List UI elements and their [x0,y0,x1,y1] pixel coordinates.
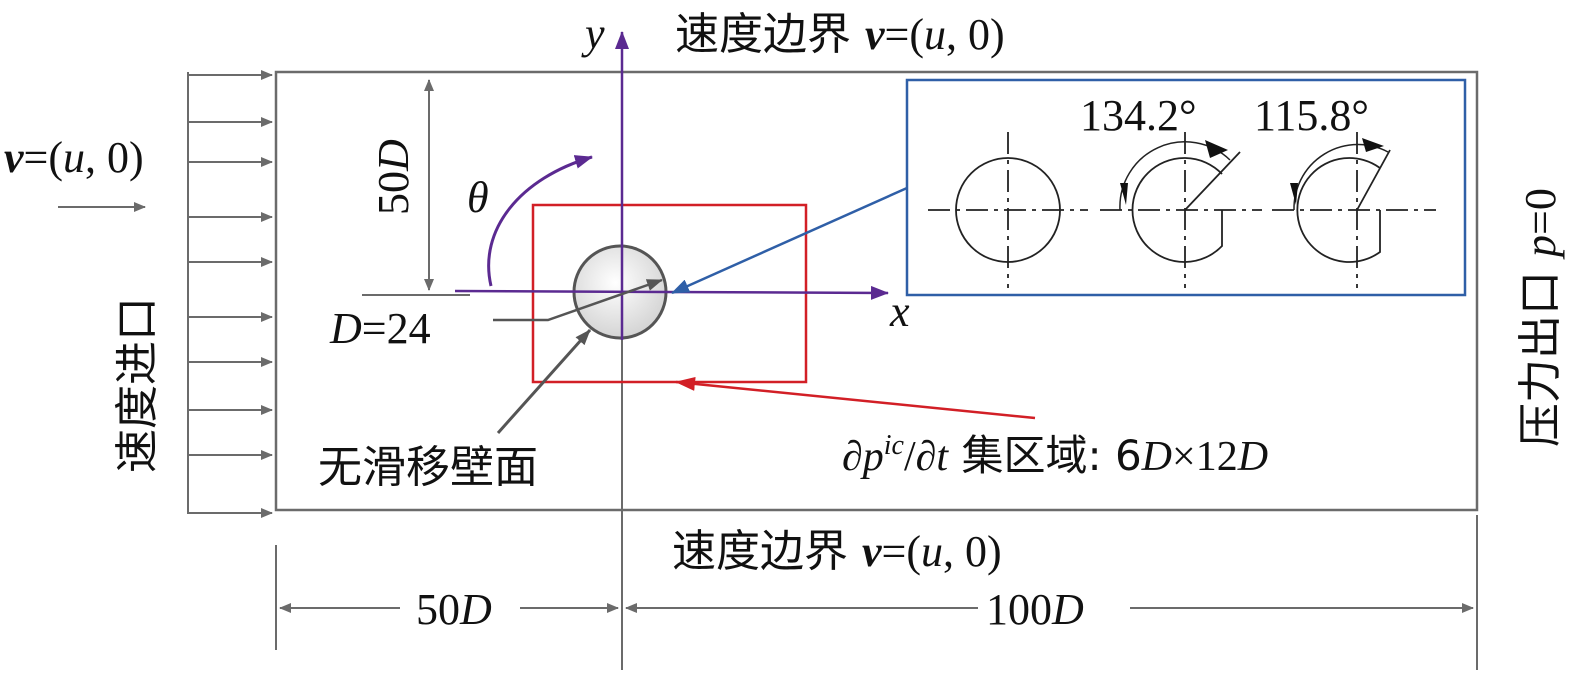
downstream-length-label: 100D [986,585,1084,634]
length-dimensions [275,515,1478,670]
inset-box [905,78,1467,297]
diameter-pointer [493,278,663,322]
diameter-label: D=24 [329,304,431,353]
height-dimension-label: 50D [369,139,418,215]
x-axis-label: x [889,287,910,336]
inset-pointer-arrow [671,186,908,295]
y-axis-label: y [581,9,605,58]
domain-boundary [274,70,1479,512]
region-label: ∂pic/∂t 集区域: 6D×12D [842,430,1268,480]
theta-label: θ [467,173,489,222]
wall-pointer [496,329,592,434]
inset-cylinder-full [928,132,1088,288]
inlet-label: 速度进口 [112,297,163,473]
angle-label-116: 115.8° [1254,91,1369,140]
inset-cylinder-116 [1272,132,1436,288]
angle-label-134: 134.2° [1080,91,1197,140]
inlet-velocity-profile [187,70,273,518]
inset-cylinder-134 [1100,132,1262,288]
wall-label: 无滑移壁面 [318,442,538,493]
inlet-velocity-label: v=(u, 0) [4,133,144,182]
height-dimension [362,79,470,296]
x-axis-line [454,285,889,300]
upstream-length-label: 50D [416,585,492,634]
outlet-label: 压力出口 p=0 [1515,188,1566,447]
region-pointer-arrow [675,376,1036,420]
bottom-boundary-label: 速度边界 v=(u, 0) [672,526,1002,577]
top-boundary-label: 速度边界 v=(u, 0) [675,9,1005,60]
theta-arc [487,155,593,287]
